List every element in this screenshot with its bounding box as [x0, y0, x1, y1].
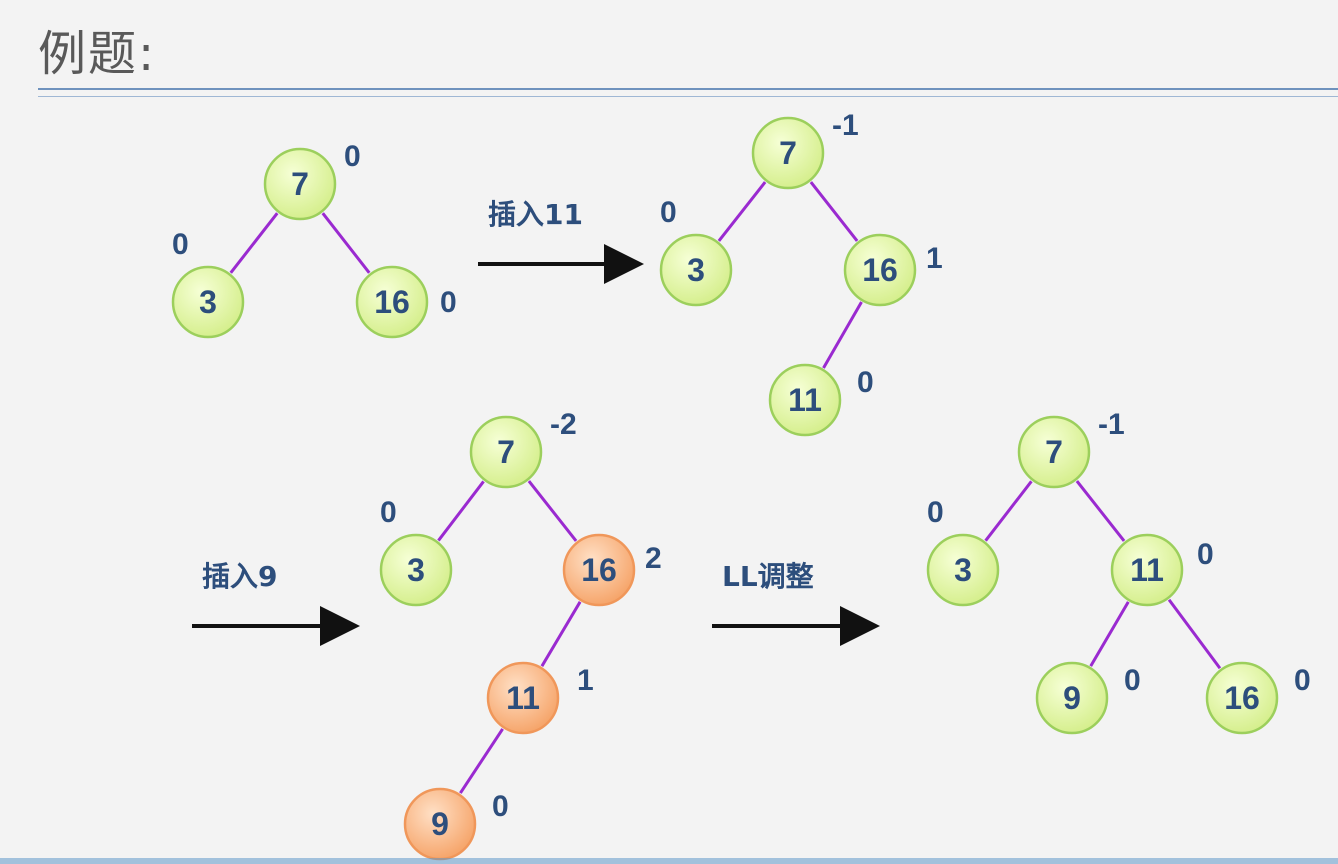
step-label-insert-9: 插入9	[202, 560, 277, 593]
node-circle	[1110, 533, 1184, 607]
node-key: 3	[687, 252, 705, 288]
balance-factor: 0	[440, 286, 457, 319]
bottom-rule	[0, 858, 1338, 864]
node-circle	[1205, 661, 1279, 735]
balance-factor: 0	[927, 496, 944, 529]
tree-after-insert-9-node-16: 16 2	[562, 533, 662, 607]
tree-initial-node-16: 16 0	[355, 265, 457, 339]
node-key: 3	[199, 284, 217, 320]
balance-factor: 0	[344, 140, 361, 173]
node-circle	[926, 533, 1000, 607]
tree-after-insert-11-edge-n7-n3	[717, 181, 767, 242]
balance-factor: -1	[832, 109, 859, 142]
page-title: 例题:	[38, 26, 157, 82]
tree-after-insert-11-node-11: 11 0	[768, 363, 874, 437]
node-key: 16	[862, 252, 898, 288]
node-key: 16	[374, 284, 410, 320]
balance-factor: 0	[492, 790, 509, 823]
node-circle	[469, 415, 543, 489]
tree-initial-node-3: 30	[171, 228, 245, 339]
step-label-insert-11: 插入11	[488, 198, 583, 231]
node-key: 16	[581, 552, 617, 588]
tree-after-insert-11-node-3: 30	[659, 196, 733, 307]
tree-after-ll-rotation-edge-n7-n11	[1075, 480, 1126, 542]
node-circle	[768, 363, 842, 437]
tree-after-ll-rotation-node-11: 11 0	[1110, 533, 1214, 607]
node-circle	[486, 661, 560, 735]
balance-factor: 1	[577, 664, 594, 697]
node-circle	[355, 265, 429, 339]
node-circle	[659, 233, 733, 307]
tree-after-insert-9-node-3: 30	[379, 496, 453, 607]
balance-factor: 0	[857, 366, 874, 399]
title-rule-thin	[38, 96, 1338, 97]
tree-after-insert-9-edge-n7-n16	[527, 480, 578, 542]
node-key: 11	[788, 382, 822, 418]
balance-factor: 0	[380, 496, 397, 529]
node-circle	[1035, 661, 1109, 735]
node-circle	[263, 147, 337, 221]
node-circle	[562, 533, 636, 607]
tree-after-insert-11-edge-n16-n11	[822, 301, 863, 369]
node-key: 7	[1045, 434, 1063, 470]
step-label-ll-rotation: LL调整	[722, 560, 814, 593]
tree-after-ll-rotation-edge-n11-n16	[1167, 598, 1222, 670]
node-key: 11	[506, 680, 540, 716]
node-key: 16	[1224, 680, 1260, 716]
node-key: 7	[779, 135, 797, 171]
balance-factor: 0	[1124, 664, 1141, 697]
node-circle	[751, 116, 825, 190]
tree-after-insert-9-edge-n16-n11	[540, 601, 582, 667]
balance-factor: -1	[1098, 408, 1125, 441]
balance-factor: 0	[660, 196, 677, 229]
title-rule	[38, 88, 1338, 90]
tree-after-insert-11-edge-n7-n16	[809, 181, 859, 242]
tree-after-insert-9-edge-n7-n3	[437, 480, 485, 542]
balance-factor: -2	[550, 408, 577, 441]
tree-initial-edge-n7-n16	[321, 212, 371, 274]
node-key: 3	[407, 552, 425, 588]
node-circle	[1017, 415, 1091, 489]
tree-after-ll-rotation-edge-n11-n9	[1089, 601, 1130, 667]
tree-after-insert-11-node-16: 16 1	[843, 233, 943, 307]
tree-after-insert-9-node-7: 7 -2	[469, 408, 577, 489]
tree-after-ll-rotation-node-7: 7 -1	[1017, 408, 1125, 489]
balance-factor: 0	[1197, 538, 1214, 571]
tree-after-ll-rotation-node-3: 30	[926, 496, 1000, 607]
tree-after-insert-11-node-7: 7 -1	[751, 109, 859, 190]
node-circle	[171, 265, 245, 339]
tree-initial-node-7: 70	[263, 140, 361, 221]
node-key: 11	[1130, 552, 1164, 588]
tree-initial-edge-n7-n3	[229, 212, 279, 274]
balance-factor: 1	[926, 242, 943, 275]
balance-factor: 0	[172, 228, 189, 261]
balance-factor: 0	[1294, 664, 1311, 697]
node-key: 3	[954, 552, 972, 588]
node-circle	[843, 233, 917, 307]
node-key: 7	[497, 434, 515, 470]
node-key: 9	[431, 806, 449, 842]
node-circle	[379, 533, 453, 607]
tree-after-ll-rotation-edge-n7-n3	[984, 480, 1033, 542]
balance-factor: 2	[645, 542, 662, 575]
node-key: 7	[291, 166, 309, 202]
tree-after-ll-rotation-node-16: 16 0	[1205, 661, 1311, 735]
tree-after-insert-9-edge-n11-n9	[459, 728, 504, 794]
node-key: 9	[1063, 680, 1081, 716]
